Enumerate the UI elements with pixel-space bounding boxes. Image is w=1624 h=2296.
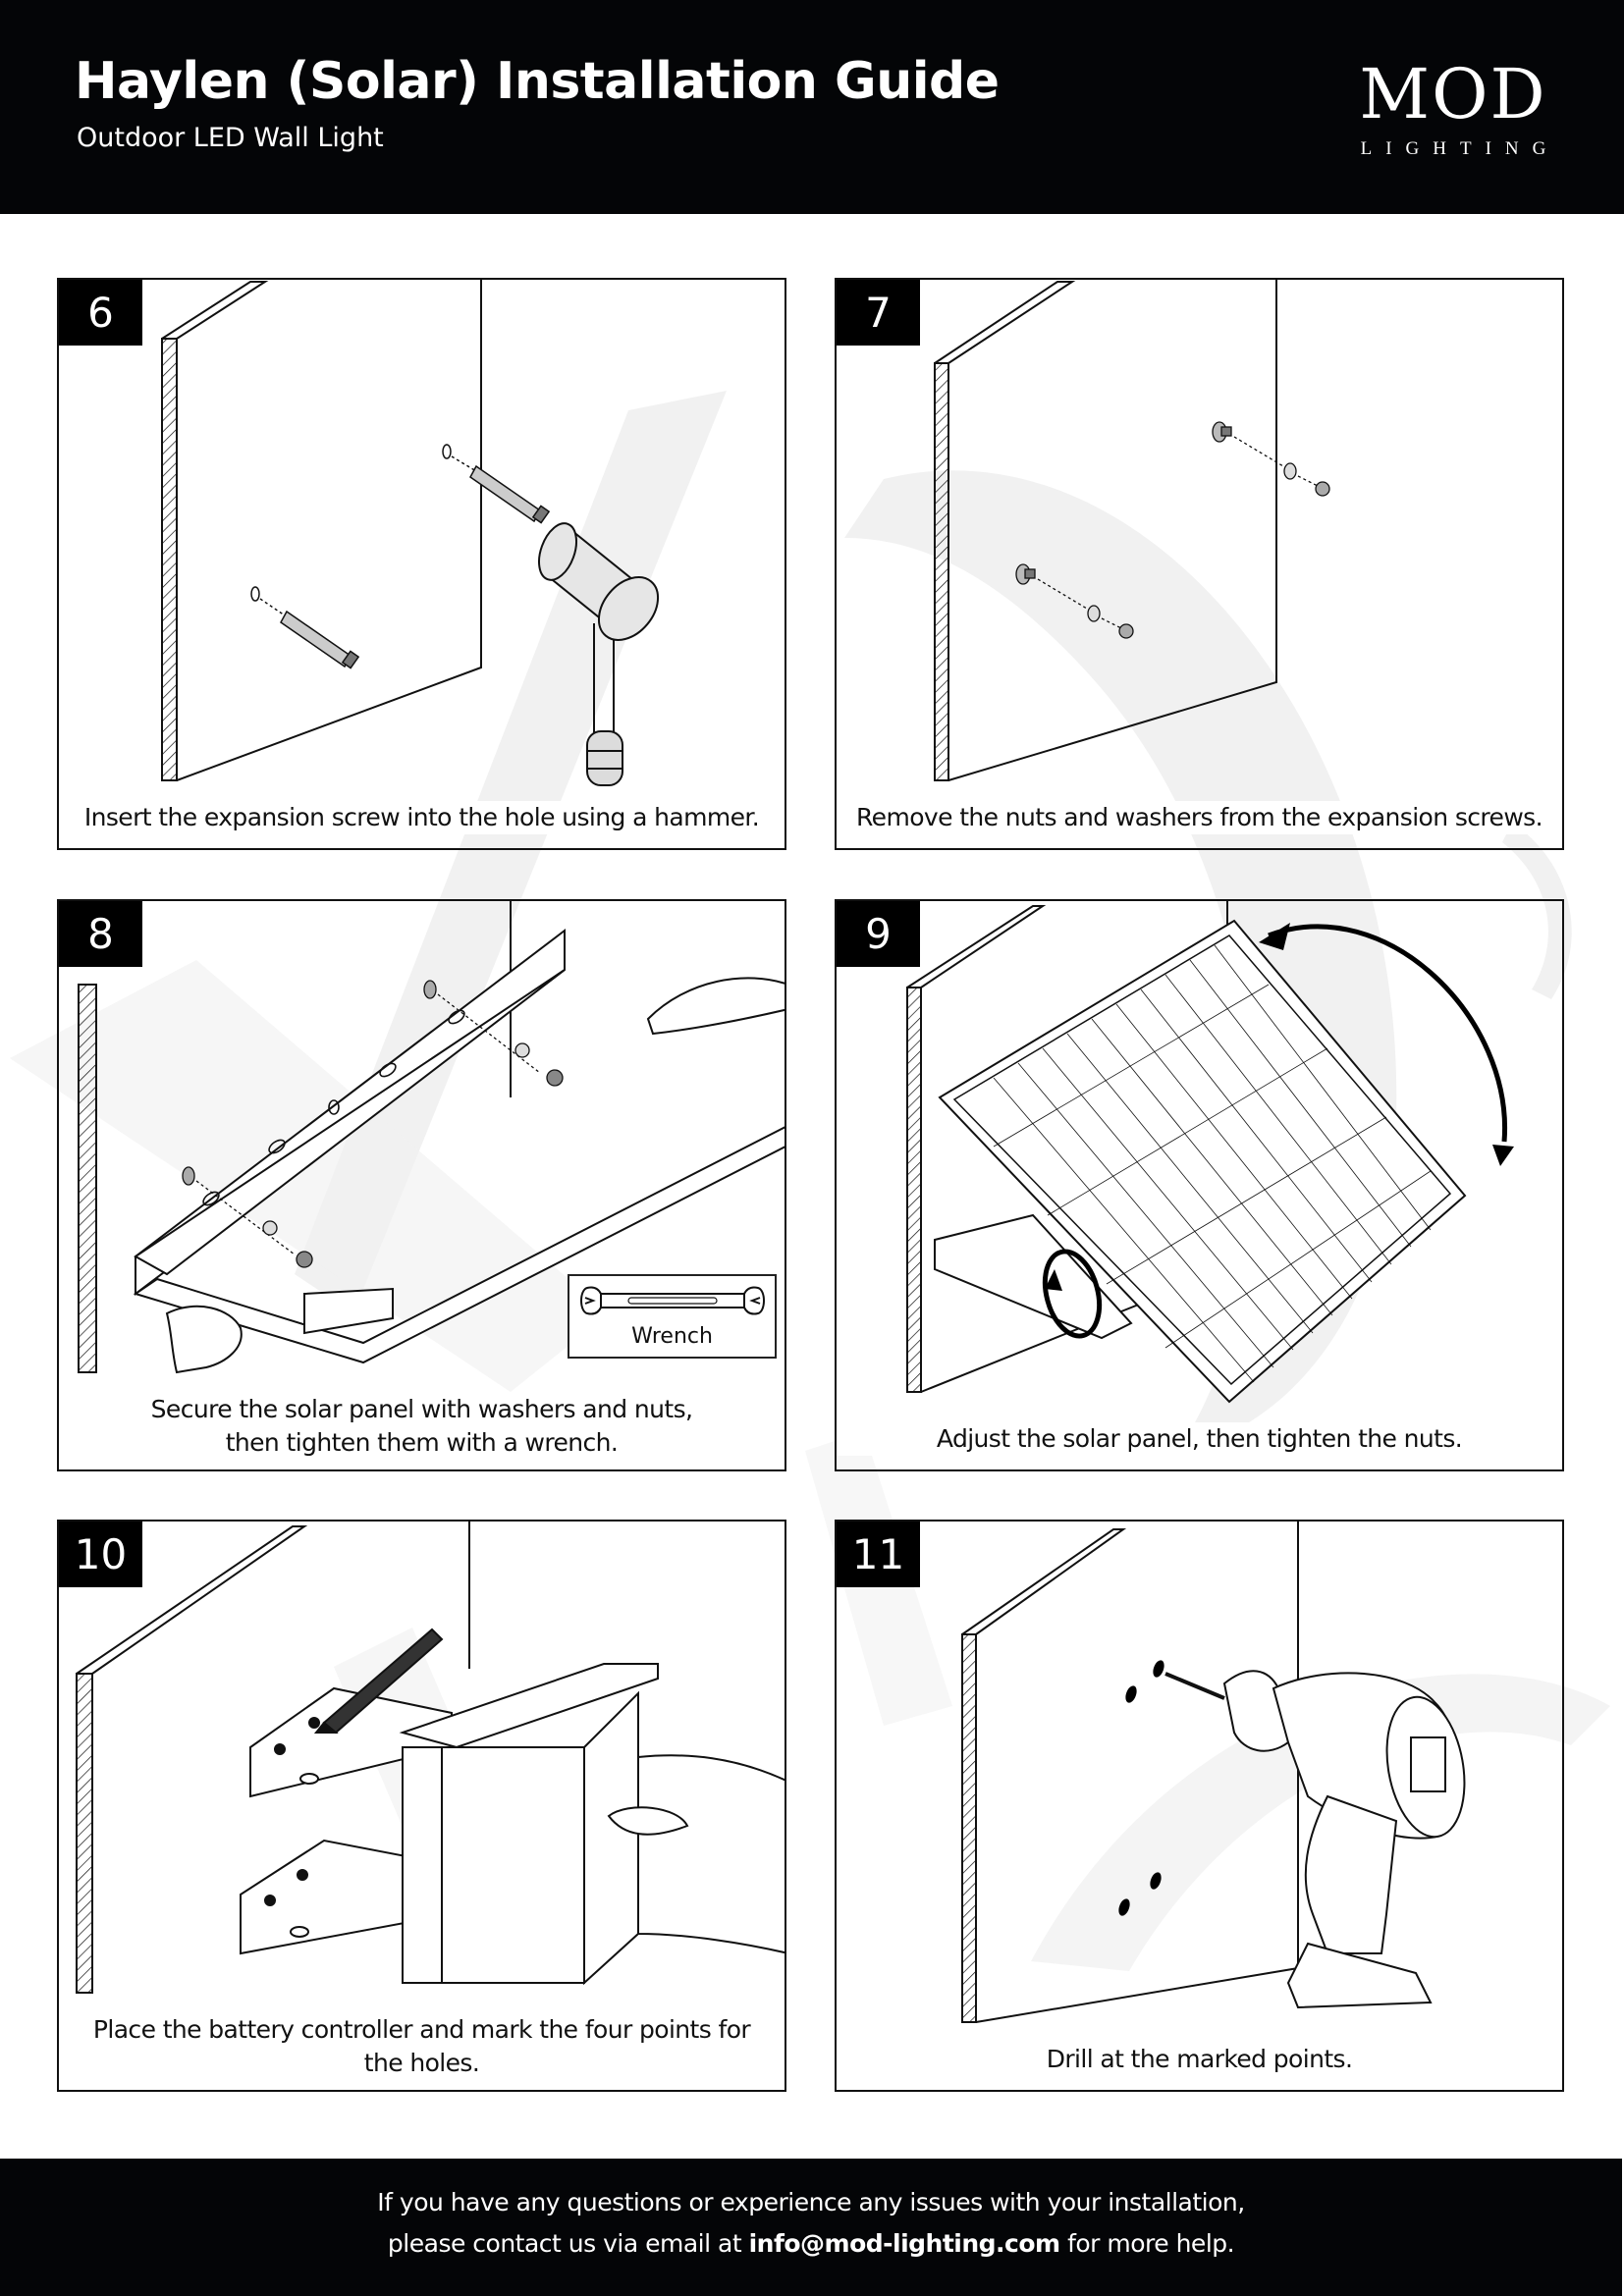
hand	[607, 1754, 785, 1954]
expansion-screw-upper	[442, 444, 551, 524]
step-panel-8: Wrench 8 Secure the solar panel with was…	[57, 899, 786, 1471]
wall	[934, 280, 1277, 781]
step-panel-10: 10 Place the battery controller and mark…	[57, 1520, 786, 2092]
tilt-arrow-icon	[1268, 924, 1507, 1143]
logo-wordmark: MOD	[1359, 54, 1547, 134]
logo-tagline: LIGHTING	[1360, 138, 1560, 159]
solar-panel-icon	[938, 919, 1467, 1404]
step-panel-6: 6 Insert the expansion screw into the ho…	[57, 278, 786, 850]
bracket-holes	[202, 1009, 465, 1206]
step-caption: Adjust the solar panel, then tighten the…	[837, 1422, 1562, 1456]
step-number: 8	[59, 901, 142, 967]
expansion-screw-lower	[250, 586, 360, 669]
step-number: 6	[59, 280, 142, 346]
remove-nuts-washers-illustration	[934, 280, 1330, 781]
adjust-solar-panel-illustration	[906, 901, 1514, 1404]
step-panel-7: 7 Remove the nuts and washers from the e…	[835, 278, 1564, 850]
tool-label: Wrench	[631, 1324, 713, 1349]
step-caption: Insert the expansion screw into the hole…	[59, 801, 785, 834]
screw-washer-nut-upper	[1212, 421, 1330, 497]
wall	[76, 1522, 470, 1994]
battery-controller-box	[399, 1663, 659, 1986]
step-caption: Secure the solar panel with washers and …	[59, 1393, 785, 1460]
footer-line-2-suffix: for more help.	[1067, 2229, 1235, 2258]
page-subtitle: Outdoor LED Wall Light	[77, 123, 384, 153]
wall	[78, 901, 512, 1373]
caption-line-2: the holes.	[363, 2049, 480, 2077]
wall	[161, 280, 482, 781]
mark-battery-controller-illustration	[76, 1522, 785, 1994]
step-caption: Drill at the marked points.	[837, 2043, 1562, 2076]
support-email-link[interactable]: info@mod-lighting.com	[748, 2229, 1061, 2258]
wall	[961, 1522, 1299, 2023]
wrench-icon	[580, 1286, 765, 1315]
bolts	[182, 980, 564, 1268]
caption-line-1: Secure the solar panel with washers and …	[150, 1395, 693, 1423]
hands	[165, 977, 785, 1374]
mounting-brackets	[240, 1686, 453, 1955]
page-title: Haylen (Solar) Installation Guide	[75, 52, 1000, 111]
pencil-icon	[313, 1628, 444, 1735]
drill-holes-illustration	[961, 1522, 1466, 2023]
caption-line-2: then tighten them with a wrench.	[225, 1428, 619, 1457]
marked-points	[1118, 1660, 1164, 1916]
hammer-icon	[538, 522, 660, 786]
header-bar: Haylen (Solar) Installation Guide Outdoo…	[0, 0, 1624, 214]
brand-logo: MOD LIGHTING	[1335, 55, 1571, 163]
tool-callout-wrench: Wrench	[568, 1274, 777, 1359]
step-caption: Place the battery controller and mark th…	[59, 2013, 785, 2080]
step-panel-9: 9 Adjust the solar panel, then tighten t…	[835, 899, 1564, 1471]
step-number: 10	[59, 1522, 142, 1587]
step-number: 11	[837, 1522, 920, 1587]
step-number: 7	[837, 280, 920, 346]
step-number: 9	[837, 901, 920, 967]
footer-line-1: If you have any questions or experience …	[377, 2188, 1245, 2216]
caption-line-1: Place the battery controller and mark th…	[92, 2015, 751, 2044]
rotate-arrow-icon	[1042, 1249, 1103, 1339]
secure-solar-panel-illustration	[78, 901, 785, 1374]
drill-icon	[1164, 1670, 1466, 2009]
step-caption: Remove the nuts and washers from the exp…	[837, 801, 1562, 834]
wall	[906, 901, 1228, 1393]
screw-washer-nut-lower	[1015, 563, 1134, 639]
hammer-expansion-screw-illustration	[161, 280, 660, 786]
footer-line-2: please contact us via email at info@mod-…	[0, 2227, 1622, 2261]
footer-bar: If you have any questions or experience …	[0, 2159, 1622, 2296]
step-panel-11: 11 Drill at the marked points.	[835, 1520, 1564, 2092]
footer-line-2-prefix: please contact us via email at	[387, 2229, 742, 2258]
